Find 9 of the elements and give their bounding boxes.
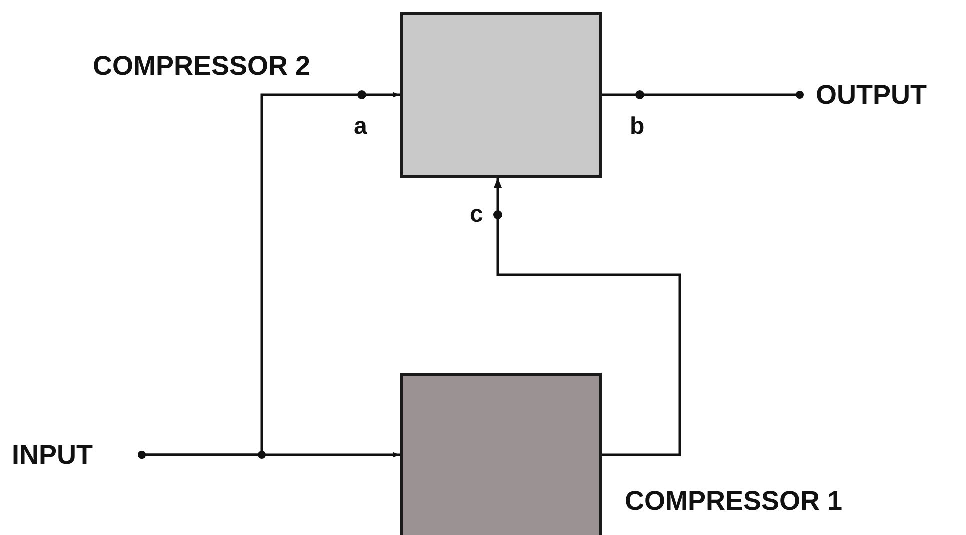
connector-arrow xyxy=(138,92,400,459)
input-terminal-label: INPUT xyxy=(12,440,136,470)
compressor-label: COMPRESSOR 1 xyxy=(625,488,843,515)
terminal-label: b xyxy=(630,115,645,139)
output-terminal-label: OUTPUT xyxy=(816,80,962,110)
compressor-label: COMPRESSOR 2 xyxy=(93,53,311,80)
terminal-label: a xyxy=(354,115,368,139)
connector-arrow xyxy=(494,178,682,456)
terminal-label: c xyxy=(470,203,484,227)
